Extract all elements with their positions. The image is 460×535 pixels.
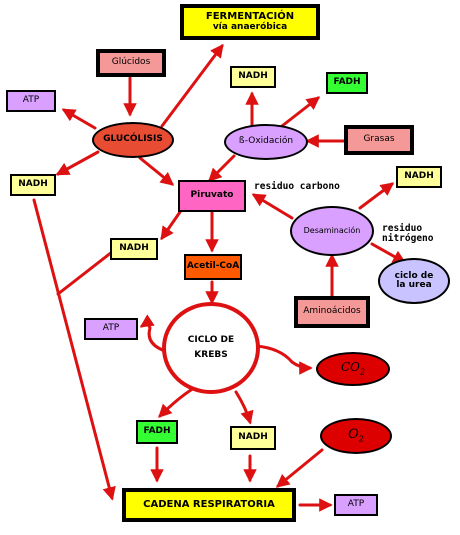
arrow-glucolisis-atp	[61, 108, 97, 130]
arrow-beta-fadh	[280, 96, 321, 128]
arrow-nadh-mid-join	[56, 250, 114, 296]
arrow-krebs-co2	[254, 344, 313, 375]
atp-bottom-box: ATP	[334, 494, 378, 516]
grasas-label: Grasas	[363, 134, 395, 145]
fermentacion-box: FERMENTACIÓN vía anaeróbica	[180, 4, 320, 40]
fadh-low-box: FADH	[136, 420, 178, 444]
nadh-top-box: NADH	[230, 66, 276, 88]
beta-oxidacion-node: ß-Oxidación	[224, 124, 308, 160]
o2-sub: 2	[358, 434, 364, 444]
ciclo-urea-node: ciclo de la urea	[378, 258, 450, 304]
arrow-piruvato-nadh	[160, 210, 182, 241]
piruvato-label: Piruvato	[190, 190, 234, 201]
arrow-glucolisis-piruvato	[138, 156, 175, 186]
nadh-mid-label: NADH	[119, 243, 149, 254]
nadh-low-box: NADH	[230, 426, 276, 450]
nadh-mid-box: NADH	[110, 238, 158, 260]
arrow-beta-piruvato	[208, 154, 236, 182]
atp-bottom-label: ATP	[347, 499, 365, 510]
residuo-carbono-label: residuo carbono	[254, 181, 340, 192]
atp-mid-label: ATP	[102, 323, 120, 334]
o2-node: O2	[320, 418, 392, 454]
co2-base: CO	[340, 360, 360, 375]
acetil-coa-label: Acetil-CoA	[186, 261, 240, 272]
co2-sub: 2	[359, 367, 366, 377]
fermentacion-subtitle: vía anaeróbica	[212, 21, 288, 32]
cadena-respiratoria-label: CADENA RESPIRATORIA	[143, 498, 275, 510]
ciclo-krebs-node: CICLO DE KREBS	[162, 302, 260, 394]
nadh-left-label: NADH	[18, 179, 48, 190]
ciclo-krebs-line2: KREBS	[194, 350, 228, 360]
ciclo-urea-line2: la urea	[396, 280, 432, 290]
residuo-nitrogeno-line2: nitrógeno	[382, 232, 434, 244]
co2-label: CO2	[341, 361, 365, 377]
piruvato-box: Piruvato	[178, 180, 246, 212]
atp-mid-box: ATP	[84, 318, 138, 340]
glucidos-box: Glúcidos	[96, 49, 166, 77]
atp-top-box: ATP	[6, 90, 56, 112]
desaminacion-label: Desaminación	[303, 225, 361, 235]
arrow-krebs-atp	[139, 314, 170, 354]
arrow-nadh-cadena-long	[32, 198, 116, 501]
arrow-krebs-nadh	[234, 390, 254, 425]
residuo-nitrogeno-label: residuo nitrógeno	[382, 224, 433, 244]
o2-label: O2	[348, 428, 364, 444]
arrow-desaminacion-piruvato	[251, 193, 294, 220]
arrow-glucolisis-fermentacion	[160, 43, 224, 128]
o2-base: O	[348, 427, 359, 442]
nadh-left-box: NADH	[10, 174, 56, 196]
ciclo-krebs-line1: CICLO DE	[187, 334, 235, 345]
nadh-right-box: NADH	[396, 166, 442, 188]
arrow-desaminacion-nadh	[358, 182, 395, 210]
fermentacion-title: FERMENTACIÓN	[205, 11, 295, 23]
nadh-low-label: NADH	[238, 432, 268, 443]
grasas-box: Grasas	[344, 125, 414, 155]
acetil-coa-box: Acetil-CoA	[184, 254, 242, 280]
atp-top-label: ATP	[22, 95, 40, 106]
glucolisis-label: GLUCÓLISIS	[103, 134, 163, 145]
glucolisis-node: GLUCÓLISIS	[92, 122, 174, 158]
glucidos-label: Glúcidos	[111, 57, 151, 68]
fadh-low-label: FADH	[143, 426, 171, 437]
arrow-glucolisis-nadh	[55, 150, 100, 176]
arrow-o2-cadena	[275, 448, 324, 488]
aminoacidos-label: Aminoácidos	[303, 306, 361, 317]
fadh-top-label: FADH	[333, 77, 361, 88]
beta-oxidacion-label: ß-Oxidación	[238, 136, 294, 147]
co2-node: CO2	[316, 352, 390, 386]
residuo-nitrogeno-line1: residuo	[382, 223, 423, 234]
desaminacion-node: Desaminación	[290, 206, 374, 256]
nadh-top-label: NADH	[238, 71, 268, 82]
nadh-right-label: NADH	[404, 171, 434, 182]
fadh-top-box: FADH	[326, 72, 368, 94]
aminoacidos-box: Aminoácidos	[294, 296, 370, 328]
arrow-krebs-fadh	[158, 386, 196, 418]
cadena-respiratoria-box: CADENA RESPIRATORIA	[122, 488, 296, 522]
ciclo-urea-line1: ciclo de	[394, 270, 434, 281]
